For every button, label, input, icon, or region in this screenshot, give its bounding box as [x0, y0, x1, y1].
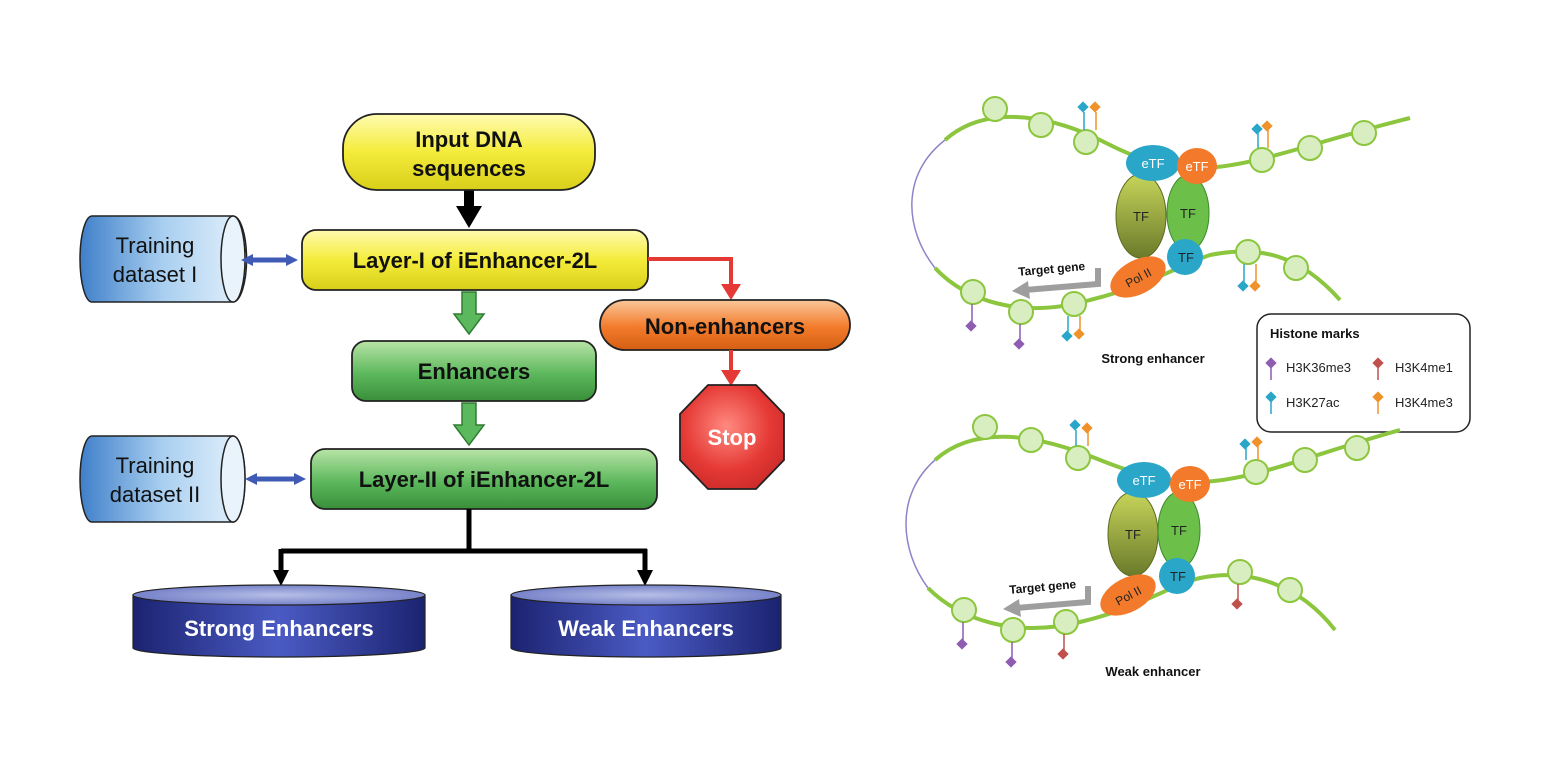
etf-label-a-strong: eTF — [1141, 156, 1164, 171]
flowchart: Input DNA sequences Layer-I of iEnhancer… — [79, 113, 851, 658]
tf-label-b-weak: TF — [1171, 523, 1187, 538]
protein-complex-strong: eTF eTF TF TF TF Pol II — [1110, 145, 1217, 298]
stop-label: Stop — [708, 425, 757, 450]
layer1-label: Layer-I of iEnhancer-2L — [353, 248, 598, 273]
training1-label-2: dataset I — [113, 262, 197, 287]
target-gene-arrow-weak: Target gene — [1003, 577, 1091, 617]
histone-marks-weak — [956, 419, 1263, 668]
strong-enhancers-output: Strong Enhancers — [132, 584, 426, 658]
training-dataset-2: Training dataset II — [79, 435, 246, 523]
tf-label-c-strong: TF — [1178, 250, 1194, 265]
enhancers-node: Enhancers — [351, 340, 597, 402]
tf-label-a-weak: TF — [1125, 527, 1141, 542]
legend-title: Histone marks — [1270, 326, 1360, 341]
training2-label-2: dataset II — [110, 482, 201, 507]
input-dna-label-2: sequences — [412, 156, 526, 181]
target-gene-label-strong: Target gene — [1018, 259, 1086, 279]
strong-enhancer-caption: Strong enhancer — [1101, 351, 1204, 366]
target-gene-label-weak: Target gene — [1009, 577, 1077, 597]
legend-item-h3k27ac: H3K27ac — [1265, 391, 1340, 414]
legend-item-h3k4me3: H3K4me3 — [1372, 391, 1453, 414]
strong-enhancer-illustration: eTF eTF TF TF TF Pol II Target gene Stro… — [911, 96, 1411, 366]
etf-label-b-weak: eTF — [1178, 477, 1201, 492]
layer2-label: Layer-II of iEnhancer-2L — [359, 467, 610, 492]
arrow-layer1-to-nonenhancers — [648, 257, 741, 300]
nucleosomes-upper-weak — [972, 414, 1370, 485]
layer2-node: Layer-II of iEnhancer-2L — [310, 448, 658, 510]
legend-item-h3k4me1: H3K4me1 — [1372, 357, 1453, 380]
non-enhancers-label: Non-enhancers — [645, 314, 805, 339]
etf-label-b-strong: eTF — [1185, 159, 1208, 174]
histone-marks-strong — [965, 101, 1273, 350]
protein-complex-weak: eTF eTF TF TF TF Pol II — [1100, 462, 1210, 616]
legend-item-h3k36me3: H3K36me3 — [1265, 357, 1351, 380]
target-gene-arrow-strong: Target gene — [1012, 259, 1101, 299]
training-dataset-1: Training dataset I — [79, 215, 248, 303]
stop-sign: Stop — [679, 384, 785, 490]
legend-label-h3k4me1: H3K4me1 — [1395, 360, 1453, 375]
etf-label-a-weak: eTF — [1132, 473, 1155, 488]
dna-loop-strong — [911, 139, 946, 269]
nucleosomes-upper-strong — [982, 96, 1377, 173]
layer1-node: Layer-I of iEnhancer-2L — [301, 229, 649, 291]
input-dna-label-1: Input DNA — [415, 127, 523, 152]
legend-label-h3k36me3: H3K36me3 — [1286, 360, 1351, 375]
legend-label-h3k27ac: H3K27ac — [1286, 395, 1340, 410]
non-enhancers-node: Non-enhancers — [599, 299, 851, 351]
weak-enhancer-caption: Weak enhancer — [1105, 664, 1200, 679]
nucleosomes-lower-strong — [960, 239, 1309, 325]
strong-enhancers-label: Strong Enhancers — [184, 616, 373, 641]
input-dna-node: Input DNA sequences — [342, 113, 596, 191]
arrow-layer2-split — [273, 509, 653, 586]
arrow-enhancers-to-layer2 — [452, 402, 486, 447]
legend-label-h3k4me3: H3K4me3 — [1395, 395, 1453, 410]
tf-label-b-strong: TF — [1180, 206, 1196, 221]
histone-legend: Histone marks H3K36me3 H3K4me1 H3K27ac H… — [1256, 313, 1471, 433]
arrow-layer1-to-enhancers — [452, 291, 486, 336]
training1-label-1: Training — [116, 233, 195, 258]
dna-loop-weak — [905, 459, 936, 589]
arrow-nonenhancers-to-stop — [721, 350, 741, 386]
arrow-input-to-layer1 — [456, 188, 482, 228]
nucleosomes-lower-weak — [951, 559, 1303, 643]
tf-label-a-strong: TF — [1133, 209, 1149, 224]
training2-label-1: Training — [116, 453, 195, 478]
tf-label-c-weak: TF — [1170, 569, 1186, 584]
enhancers-label: Enhancers — [418, 359, 531, 384]
weak-enhancer-illustration: eTF eTF TF TF TF Pol II Target gene Weak… — [905, 414, 1401, 679]
weak-enhancers-output: Weak Enhancers — [510, 584, 782, 658]
weak-enhancers-label: Weak Enhancers — [558, 616, 734, 641]
